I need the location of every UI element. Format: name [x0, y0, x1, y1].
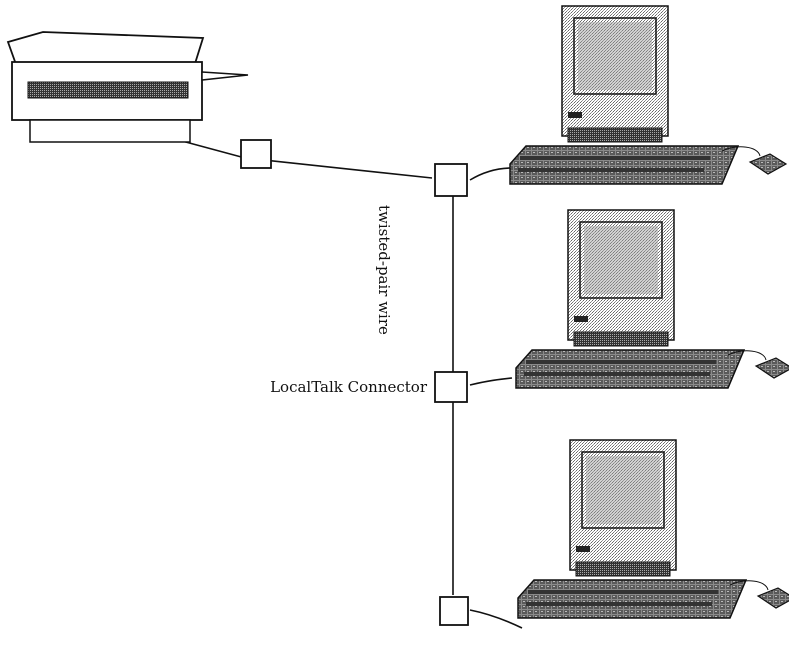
wire-label: twisted-pair wire — [375, 205, 393, 335]
localtalk-connector-icon — [434, 163, 468, 197]
computer-drop-cable-2 — [469, 377, 513, 386]
localtalk-connector-icon — [439, 596, 469, 626]
macintosh-computer-icon — [517, 439, 789, 619]
localtalk-connector-icon — [434, 371, 468, 403]
macintosh-computer-icon — [509, 5, 787, 185]
printer-icon — [6, 31, 249, 143]
printer-cable — [181, 140, 433, 179]
computer-drop-cable-3 — [469, 609, 523, 629]
localtalk-connector-icon — [240, 139, 272, 169]
computer-drop-cable-1 — [469, 167, 513, 181]
macintosh-computer-icon — [515, 209, 789, 389]
connector-label: LocalTalk Connector — [270, 378, 428, 396]
